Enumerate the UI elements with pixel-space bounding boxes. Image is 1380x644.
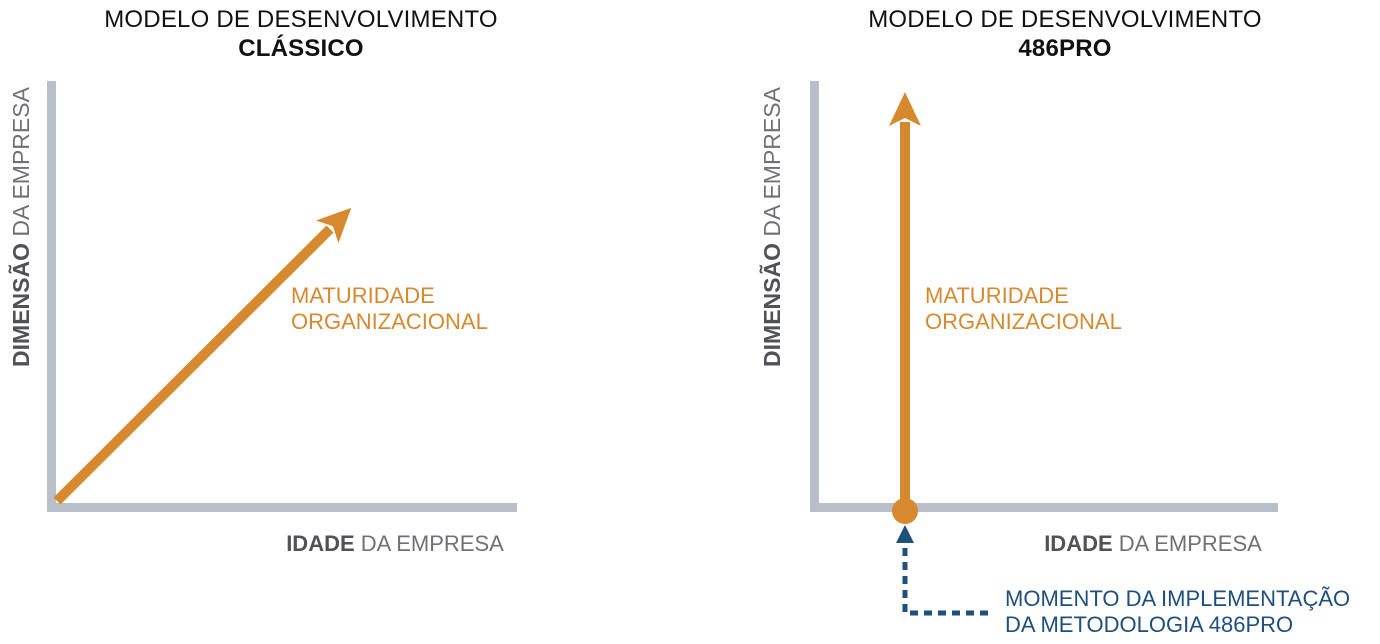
right-x-axis-label-rest: DA EMPRESA — [1118, 531, 1262, 556]
left-x-axis-line — [47, 503, 517, 512]
right-x-axis-label-bold: IDADE — [1044, 531, 1113, 556]
right-x-axis-label: IDADE DA EMPRESA — [903, 531, 1380, 557]
right-title-line2: 486PRO — [1018, 35, 1112, 62]
left-maturity-label-line2: ORGANIZACIONAL — [291, 309, 488, 334]
implementation-moment-annotation: MOMENTO DA IMPLEMENTAÇÃO DA METODOLOGIA … — [1005, 586, 1350, 638]
left-y-axis-label: DIMENSÃO DA EMPRESA — [8, 47, 36, 407]
annotation-line2: DA METODOLOGIA 486PRO — [1005, 612, 1294, 637]
left-y-axis-label-rest: DA EMPRESA — [8, 87, 34, 237]
left-maturity-label: MATURIDADE ORGANIZACIONAL — [291, 283, 488, 335]
left-title-line1: MODELO DE DESENVOLVIMENTO — [104, 6, 498, 33]
callout-arrowhead-up-icon — [896, 525, 914, 543]
right-maturity-label-line2: ORGANIZACIONAL — [925, 309, 1122, 334]
right-y-axis-line — [810, 81, 819, 512]
right-y-axis-label-rest: DA EMPRESA — [759, 87, 785, 237]
right-maturity-label-line1: MATURIDADE — [925, 283, 1069, 308]
callout-dashed-line — [902, 548, 992, 616]
right-maturity-label: MATURIDADE ORGANIZACIONAL — [925, 283, 1122, 335]
right-panel-title: MODELO DE DESENVOLVIMENTO 486PRO — [825, 5, 1305, 63]
left-panel-title: MODELO DE DESENVOLVIMENTO CLÁSSICO — [61, 5, 541, 63]
left-x-axis-label: IDADE DA EMPRESA — [145, 531, 645, 557]
left-maturity-label-line1: MATURIDADE — [291, 283, 435, 308]
left-x-axis-label-rest: DA EMPRESA — [360, 531, 504, 556]
left-y-axis-label-bold: DIMENSÃO — [8, 243, 34, 367]
right-y-axis-label: DIMENSÃO DA EMPRESA — [759, 47, 787, 407]
annotation-line1: MOMENTO DA IMPLEMENTAÇÃO — [1005, 586, 1351, 611]
left-x-axis-label-bold: IDADE — [286, 531, 355, 556]
left-title-line2: CLÁSSICO — [238, 35, 364, 62]
right-y-axis-label-bold: DIMENSÃO — [759, 243, 785, 367]
implementation-point-dot — [892, 498, 918, 524]
left-y-axis-line — [47, 81, 56, 512]
diagonal-growth-arrow — [53, 207, 352, 505]
right-x-axis-line — [810, 503, 1278, 512]
right-title-line1: MODELO DE DESENVOLVIMENTO — [868, 6, 1262, 33]
